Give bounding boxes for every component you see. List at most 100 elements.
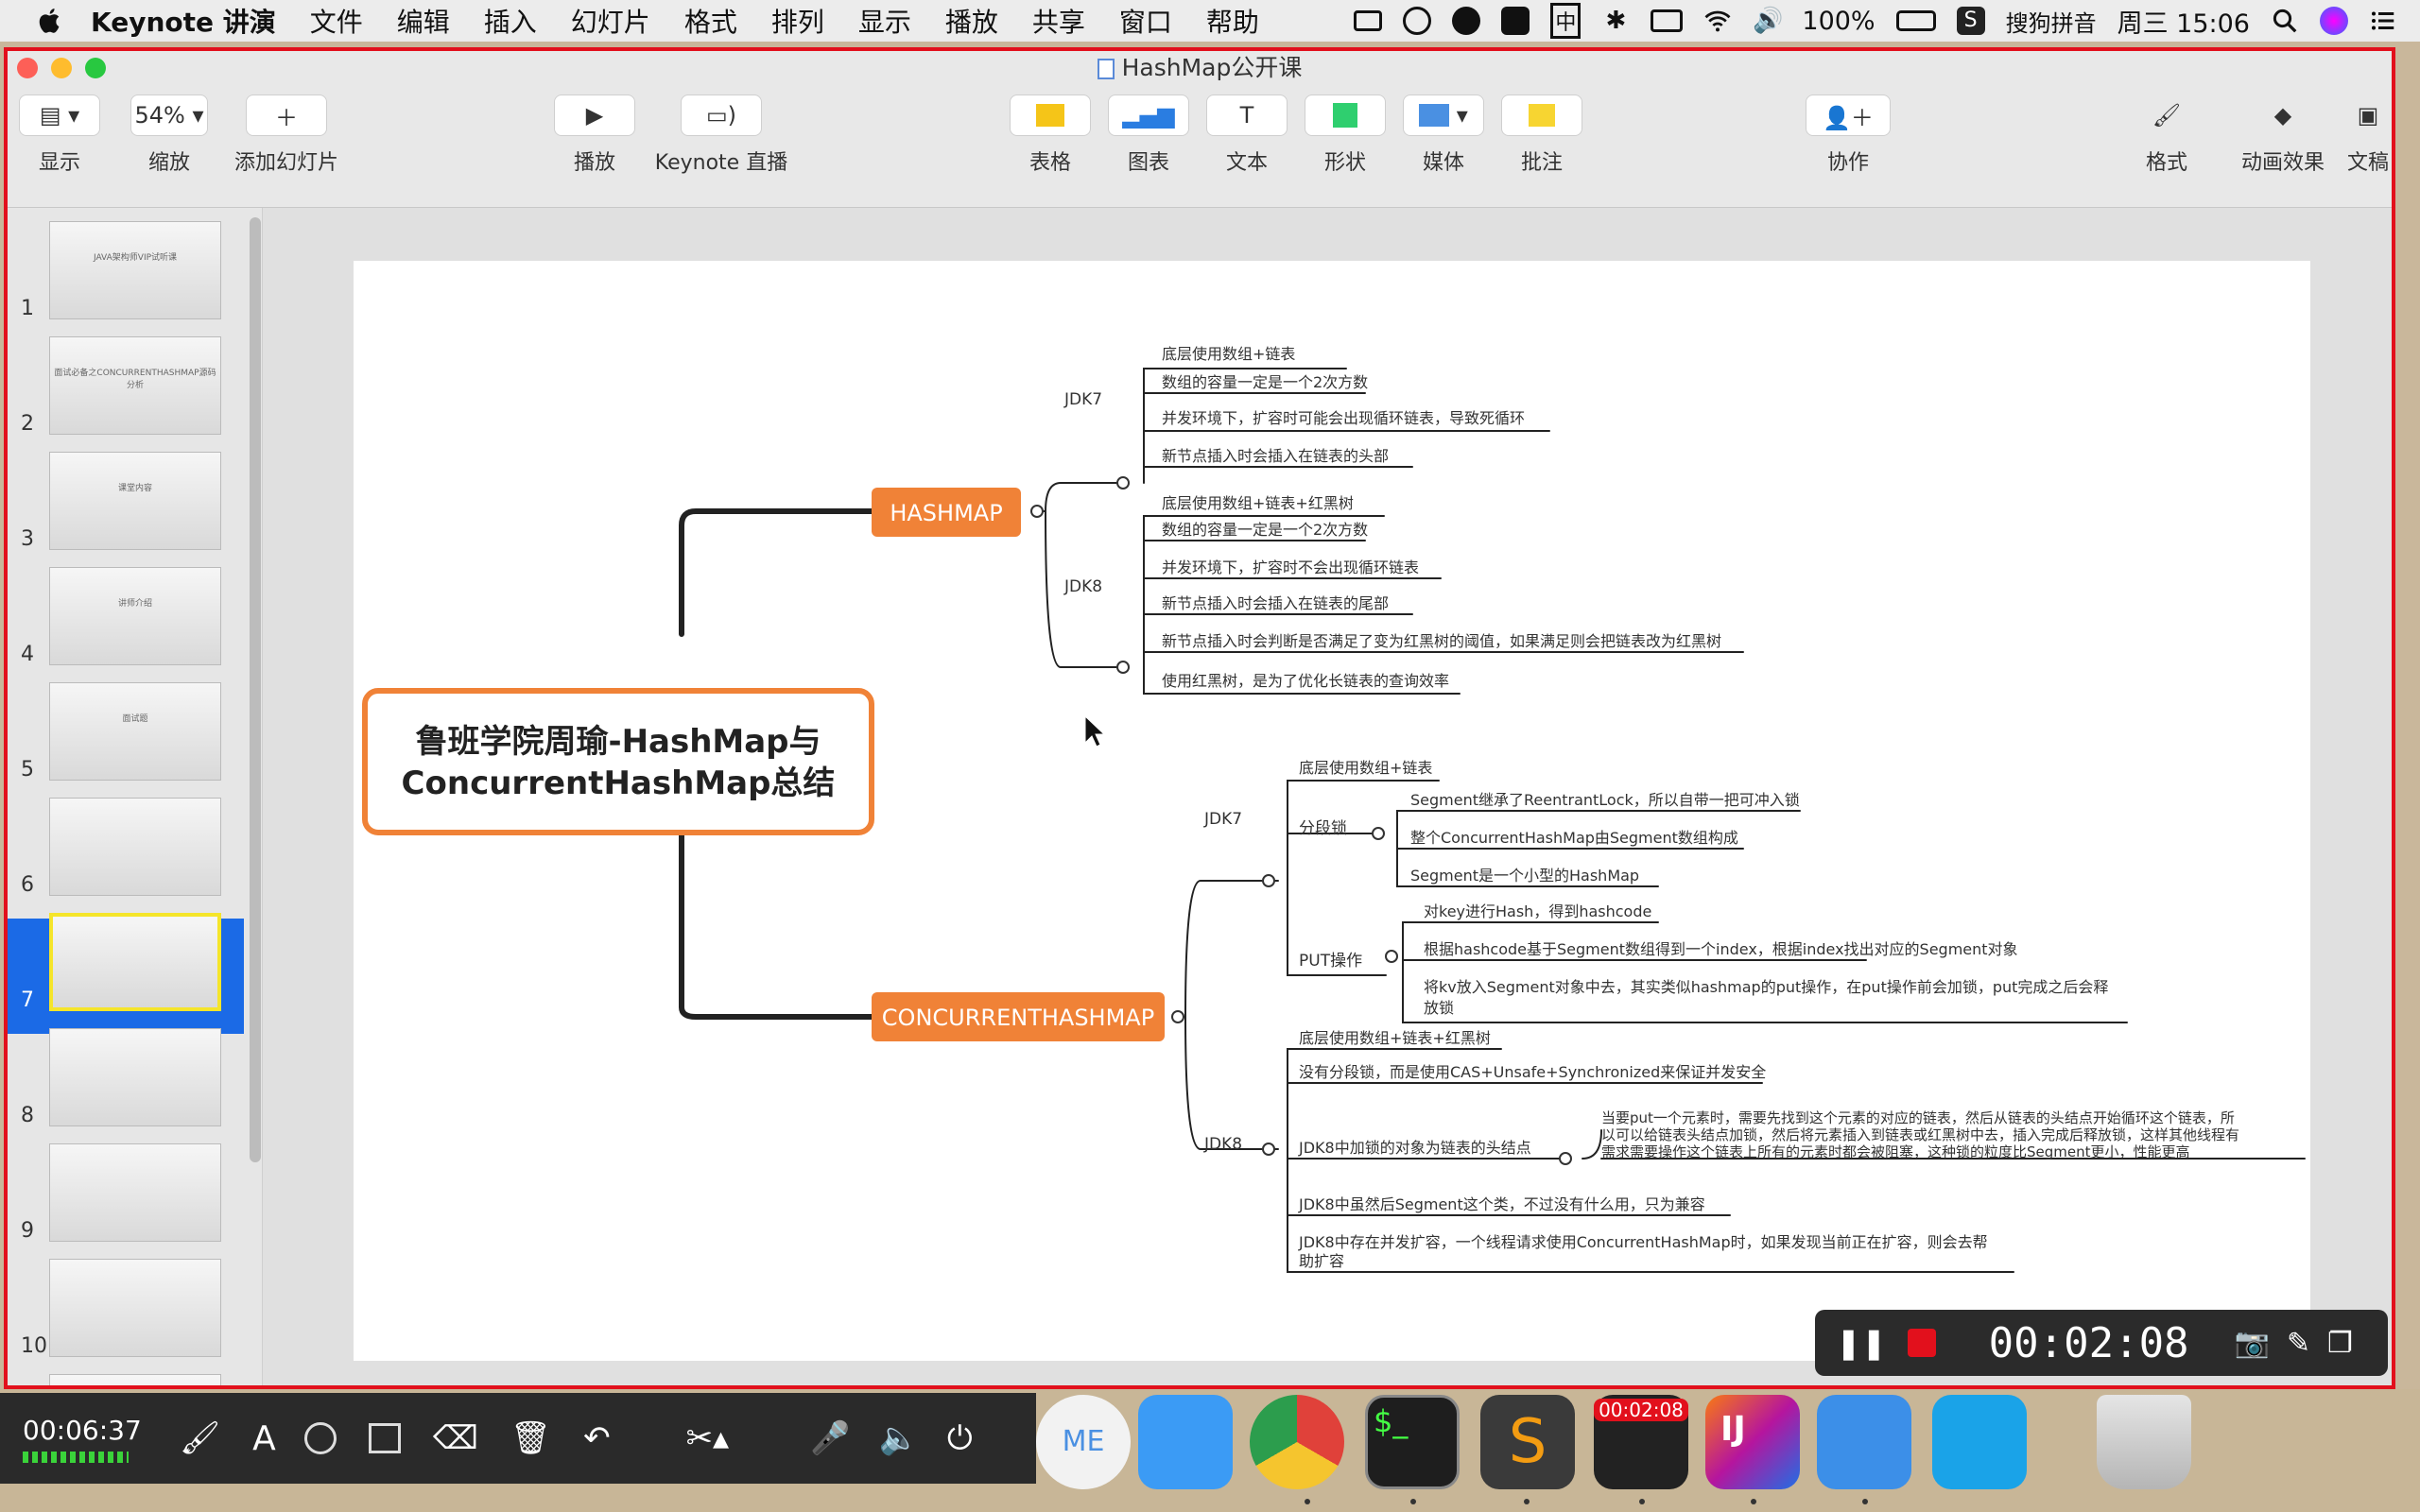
ime-name[interactable]: 搜狗拼音 bbox=[2005, 9, 2097, 37]
pause-icon[interactable]: ❚❚ bbox=[1836, 1325, 1887, 1361]
battery-icon[interactable] bbox=[1895, 10, 1936, 31]
mindmap: 鲁班学院周瑜-HashMap与 ConcurrentHashMap总结 HASH… bbox=[362, 345, 2306, 1273]
recorder-badge: 00:02:08 bbox=[1594, 1399, 1688, 1421]
table-button[interactable]: 表格 bbox=[1008, 94, 1093, 176]
zoom-annotation-bar: 00:06:37 🖌 A ⌫ 🗑 ↶ ✂▴ 🎤 🔈 ⏻ bbox=[0, 1393, 1036, 1484]
put-item-3-line2: 放锁 bbox=[1424, 999, 1454, 1017]
memory-icon[interactable] bbox=[1651, 9, 1684, 32]
speaker-toggle-icon[interactable]: 🔈 bbox=[878, 1419, 919, 1457]
volume-icon[interactable]: 🔊 bbox=[1753, 7, 1784, 35]
dock-intellij-app[interactable]: IJ bbox=[1705, 1395, 1800, 1489]
slide-thumbnail[interactable]: 面试必备之CONCURRENTHASHMAP源码分析 bbox=[49, 336, 221, 435]
slide-thumbnail[interactable]: 讲师介绍 bbox=[49, 567, 221, 665]
slide-canvas: 鲁班学院周瑜-HashMap与 ConcurrentHashMap总结 HASH… bbox=[263, 208, 2392, 1385]
slide-number: 3 bbox=[21, 527, 34, 551]
slide-thumbnail[interactable] bbox=[49, 1028, 221, 1126]
menu-file[interactable]: 文件 bbox=[309, 7, 363, 38]
circle-tool-icon[interactable] bbox=[303, 1422, 337, 1454]
collaborate-button[interactable]: 👤＋协作 bbox=[1806, 94, 1891, 176]
slide-7[interactable]: 鲁班学院周瑜-HashMap与 ConcurrentHashMap总结 HASH… bbox=[354, 261, 2310, 1361]
slide-thumbnail[interactable]: 面试题 bbox=[49, 682, 221, 781]
dock-notes-app[interactable] bbox=[1138, 1395, 1233, 1489]
media-button[interactable]: ▾媒体 bbox=[1401, 94, 1486, 176]
menu-arrange[interactable]: 排列 bbox=[770, 7, 824, 38]
slide-thumbnail[interactable]: JAVA架构师VIP试听课 bbox=[49, 221, 221, 319]
window-mode-icon[interactable]: ❐ bbox=[2327, 1326, 2353, 1360]
close-button[interactable] bbox=[17, 58, 38, 78]
rectangle-tool-icon[interactable] bbox=[368, 1423, 401, 1453]
center-node[interactable] bbox=[362, 688, 874, 835]
keynote-live-button[interactable]: ▭)Keynote 直播 bbox=[650, 94, 792, 176]
power-icon[interactable]: ⏻ bbox=[946, 1419, 973, 1457]
add-slide-label: 添加幻灯片 bbox=[233, 151, 338, 175]
clock[interactable]: 周三 15:06 bbox=[2117, 9, 2250, 39]
zoom-select[interactable]: 54% ▾缩放 bbox=[130, 94, 208, 176]
menu-help[interactable]: 帮助 bbox=[1205, 7, 1259, 38]
wifi-icon[interactable] bbox=[1703, 7, 1732, 35]
dock-keynote-app[interactable] bbox=[1817, 1395, 1911, 1489]
undo-icon[interactable]: ↶ bbox=[583, 1419, 611, 1457]
brush-tool-icon[interactable]: 🖌 bbox=[180, 1419, 221, 1457]
slide-thumbnail[interactable] bbox=[49, 913, 221, 1011]
spotlight-search-icon[interactable] bbox=[2271, 7, 2299, 35]
dock-running-dot bbox=[1862, 1499, 1868, 1504]
chm-node[interactable] bbox=[872, 992, 1165, 1041]
menu-play[interactable]: 播放 bbox=[944, 7, 998, 38]
microphone-toggle-icon[interactable]: 🎤 bbox=[810, 1419, 851, 1457]
menu-window[interactable]: 窗口 bbox=[1118, 7, 1172, 38]
menu-app-name[interactable]: Keynote 讲演 bbox=[91, 7, 276, 38]
view-icon: ▤ ▾ bbox=[19, 94, 100, 136]
text-tool-icon[interactable]: A bbox=[252, 1418, 276, 1458]
stop-icon[interactable] bbox=[1907, 1329, 1936, 1357]
format-button[interactable]: 🖌格式 bbox=[2121, 94, 2212, 176]
table-icon bbox=[1010, 94, 1091, 136]
chart-button[interactable]: ▂▄▆图表 bbox=[1106, 94, 1191, 176]
shape-button[interactable]: 形状 bbox=[1303, 94, 1388, 176]
zoom-button[interactable] bbox=[85, 58, 106, 78]
sidebar-scrollbar[interactable] bbox=[250, 217, 261, 1162]
dock-trash[interactable] bbox=[2097, 1395, 2191, 1489]
eraser-icon[interactable]: ⌫ bbox=[432, 1419, 478, 1457]
bluetooth-icon[interactable]: ✱ bbox=[1605, 7, 1627, 35]
screen-icon[interactable] bbox=[1354, 10, 1383, 31]
scissors-icon[interactable]: ✂▴ bbox=[685, 1419, 730, 1457]
dock-terminal-app[interactable]: $_ bbox=[1365, 1395, 1460, 1489]
add-slide-button[interactable]: ＋添加幻灯片 bbox=[225, 94, 348, 176]
minimize-button[interactable] bbox=[51, 58, 72, 78]
pen-icon[interactable] bbox=[1403, 7, 1432, 35]
smiley-icon[interactable] bbox=[1452, 7, 1481, 35]
siri-icon[interactable] bbox=[2320, 7, 2348, 35]
comment-button[interactable]: 批注 bbox=[1499, 94, 1584, 176]
dock-recorder-app[interactable]: 00:02:08 bbox=[1594, 1395, 1688, 1489]
menu-insert[interactable]: 插入 bbox=[483, 7, 537, 38]
document-button[interactable]: ▣文稿 bbox=[2325, 94, 2392, 176]
menu-view[interactable]: 显示 bbox=[857, 7, 911, 38]
play-button[interactable]: ▶播放 bbox=[552, 94, 637, 176]
trash-icon[interactable]: 🗑 bbox=[510, 1419, 552, 1457]
menu-share[interactable]: 共享 bbox=[1031, 7, 1085, 38]
camera-icon[interactable]: 📷 bbox=[2234, 1326, 2270, 1360]
dock-running-dot bbox=[1639, 1499, 1645, 1504]
dock-streaming-app[interactable] bbox=[1932, 1395, 2027, 1489]
animate-button[interactable]: ◆动画效果 bbox=[2214, 94, 2352, 176]
slide-thumbnail[interactable] bbox=[49, 798, 221, 896]
pen-tool-icon[interactable]: ✎ bbox=[2286, 1326, 2311, 1360]
microphone-icon[interactable] bbox=[1501, 7, 1530, 35]
menu-slide[interactable]: 幻灯片 bbox=[570, 7, 650, 38]
ime-indicator[interactable]: 中 bbox=[1550, 3, 1582, 39]
slide-thumbnail[interactable]: 优惠活动 bbox=[49, 1374, 221, 1385]
menu-format[interactable]: 格式 bbox=[683, 7, 737, 38]
view-button[interactable]: ▤ ▾显示 bbox=[19, 94, 100, 176]
sogou-icon[interactable]: S bbox=[1956, 7, 1985, 35]
dock-sublime-app[interactable]: S bbox=[1480, 1395, 1575, 1489]
slide-thumbnail[interactable]: 课堂内容 bbox=[49, 452, 221, 550]
dock-ime-app[interactable]: ME bbox=[1036, 1395, 1131, 1489]
notification-center-icon[interactable] bbox=[2369, 7, 2397, 35]
hashmap-node[interactable] bbox=[872, 488, 1021, 537]
slide-thumbnail[interactable] bbox=[49, 1143, 221, 1242]
menu-edit[interactable]: 编辑 bbox=[396, 7, 450, 38]
slide-thumbnail[interactable] bbox=[49, 1259, 221, 1357]
apple-icon[interactable] bbox=[34, 5, 66, 37]
dock-chrome-app[interactable] bbox=[1250, 1395, 1344, 1489]
